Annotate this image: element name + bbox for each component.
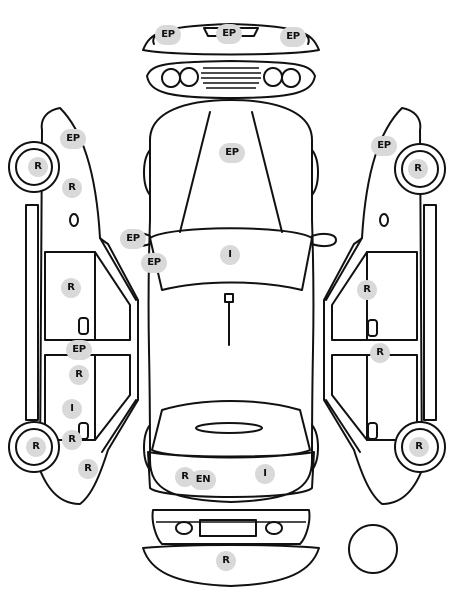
left-front-door-handle [78,317,89,335]
right-fuel-cap [379,213,389,227]
marker-windshield-left[interactable]: EP [141,253,167,273]
marker-front-bumper-left[interactable]: EP [155,25,181,45]
right-front-hub [401,150,439,188]
marker-trunk-center[interactable]: EN [190,470,216,490]
right-mirror-outline [311,232,337,248]
marker-left-front-door[interactable]: R [61,278,81,298]
marker-hood[interactable]: EP [219,143,245,163]
left-rear-door-handle [78,422,89,440]
left-c-pillar-line [101,399,137,453]
marker-right-rear-wheel[interactable]: R [409,437,429,457]
left-side-sill [25,204,39,421]
marker-front-bumper-right[interactable]: EP [280,27,306,47]
marker-left-rear-door[interactable]: R [69,365,89,385]
body-left-front-arch [143,149,151,196]
car-body-outline [147,99,315,503]
left-rear-hub [15,428,53,466]
right-headlight-inner [263,67,283,87]
rear-left-light [175,521,193,535]
marker-left-mirror[interactable]: EP [120,229,146,249]
right-headlight-outer [281,68,301,88]
left-fuel-cap [69,213,79,227]
right-c-pillar-line [325,399,361,453]
front-grille-outline [146,60,316,99]
marker-front-bumper-center[interactable]: EP [216,24,242,44]
right-rear-door-handle [367,422,378,440]
rear-window-outline [151,400,311,459]
left-a-pillar-line [99,237,137,301]
rear-plate-outline [199,519,257,537]
marker-left-b-pillar[interactable]: EP [66,340,92,360]
left-front-hub [15,148,53,186]
windshield-outline [149,227,313,291]
body-left-rear-arch [143,424,151,471]
marker-left-rear-window[interactable]: I [62,399,82,419]
right-front-door-handle [367,319,378,337]
front-grille-bars [201,67,261,89]
hood-left-line [179,111,211,233]
left-side-outline [39,107,139,505]
marker-windshield[interactable]: I [220,245,240,265]
rear-bumper-outline [142,544,320,587]
marker-left-front-fender[interactable]: EP [60,129,86,149]
marker-right-b-pillar[interactable]: R [370,343,390,363]
marker-left-rear-wheel[interactable]: R [26,437,46,457]
right-rear-hub [401,428,439,466]
left-headlight-outer [161,68,181,88]
marker-right-front-wheel[interactable]: R [408,159,428,179]
body-right-front-arch [311,149,319,196]
marker-left-rear-door-lower[interactable]: R [62,430,82,450]
marker-right-front-door[interactable]: R [357,280,377,300]
right-front-door [331,251,418,341]
spare-wheel-outline [348,524,398,574]
right-a-pillar-line [325,237,363,301]
rear-right-light [265,521,283,535]
rear-lights-outline [151,509,311,545]
right-side-outline [323,107,423,505]
body-right-rear-arch [311,424,319,471]
rear-spoiler-outline [195,422,263,434]
hood-right-line [251,111,283,233]
left-headlight-inner [179,67,199,87]
marker-left-rear-fender[interactable]: R [78,459,98,479]
right-side-sill [423,204,437,421]
roof-antenna-base [224,293,234,303]
marker-left-front-fender-lower[interactable]: R [62,178,82,198]
marker-rear-bumper[interactable]: R [216,551,236,571]
marker-trunk-right[interactable]: I [255,464,275,484]
left-front-door [44,251,131,341]
marker-right-front-fender[interactable]: EP [371,136,397,156]
marker-left-front-wheel[interactable]: R [28,157,48,177]
trunk-outline [147,451,315,498]
